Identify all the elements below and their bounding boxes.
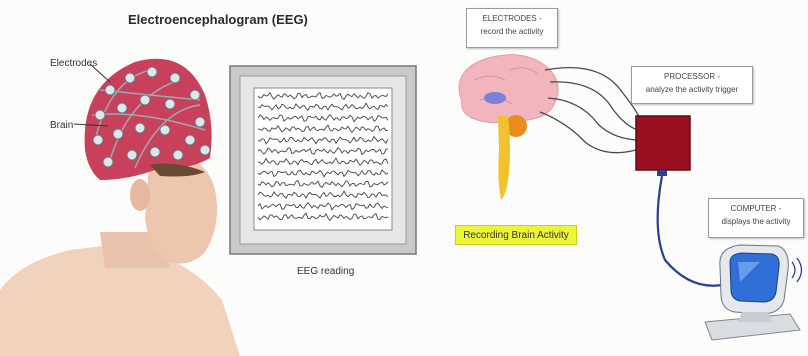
cerebrum: [459, 55, 558, 123]
speaker-waves: [792, 258, 802, 282]
computer-callout-heading: COMPUTER -: [709, 202, 803, 215]
brain-label: Brain: [50, 120, 73, 131]
diagram-title: Electroencephalogram (EEG): [128, 12, 308, 27]
eeg-monitor: [230, 66, 416, 254]
head-with-electrodes: [0, 59, 240, 356]
cable-4: [540, 112, 636, 153]
recording-caption: Recording Brain Activity: [455, 225, 577, 245]
computer-icon: [705, 245, 802, 340]
brain-blue-region: [484, 92, 506, 104]
computer-callout: COMPUTER - displays the activity: [708, 198, 804, 238]
eeg-trace-area: [254, 88, 392, 230]
monitor-stand: [738, 312, 772, 322]
electrodes-callout-heading: ELECTRODES -: [467, 12, 557, 25]
computer-callout-text: displays the activity: [709, 215, 803, 228]
spinal-cord: [498, 116, 510, 200]
cable-3: [548, 98, 636, 140]
brain-anatomy: [459, 55, 558, 200]
electrodes-callout: ELECTRODES - record the activity: [466, 8, 558, 48]
ear: [130, 179, 150, 211]
processor-box: [636, 116, 690, 170]
eeg-reading-label: EEG reading: [297, 266, 354, 277]
electrodes-label: Electrodes: [50, 58, 97, 69]
processor-callout-text: analyze the activity trigger: [632, 83, 752, 96]
monitor-screen: [730, 253, 779, 302]
cable-2: [550, 82, 638, 130]
cable-1: [545, 68, 642, 122]
processor-callout-heading: PROCESSOR -: [632, 70, 752, 83]
processor-callout: PROCESSOR - analyze the activity trigger: [631, 66, 753, 104]
electrodes-callout-text: record the activity: [467, 25, 557, 38]
processor-connector: [657, 170, 667, 176]
